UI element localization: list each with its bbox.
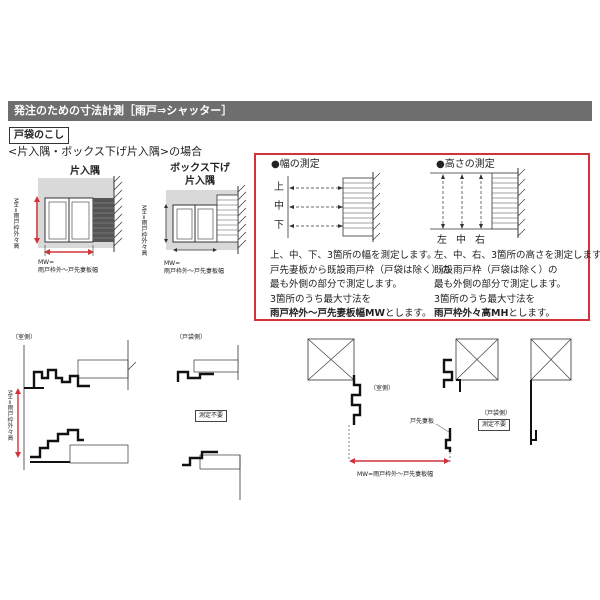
fig-left-title: 片入隅 bbox=[70, 166, 100, 177]
section-left-mh-label: MH=雨戸枠外々高 bbox=[6, 390, 13, 441]
fig-right-title-1: ボックス下げ bbox=[170, 163, 230, 174]
section-right-no-measure: 測定不要 bbox=[478, 419, 511, 431]
fig-right-title-2: 片入隅 bbox=[185, 176, 215, 187]
section-left-inside-label: （室側） bbox=[12, 334, 37, 341]
height-label-left: 左 bbox=[437, 235, 447, 246]
height-label-right: 右 bbox=[475, 235, 485, 246]
fig-left-mw-label: MW= bbox=[38, 259, 55, 266]
fig-left-mw-sub: 雨戸枠外～戸先妻板幅 bbox=[38, 267, 99, 274]
fig-right-mh-label: MH=雨戸枠外々高 bbox=[140, 205, 147, 256]
height-label-middle: 中 bbox=[456, 235, 466, 246]
width-label-top: 上 bbox=[274, 182, 284, 193]
section-right-inside-label: （室側） bbox=[370, 385, 395, 392]
section-label: 戸袋のこし bbox=[9, 127, 69, 144]
fig-right-mw-label: MW= bbox=[164, 260, 181, 267]
page-title: 発注のための寸法計測［雨戸⇒シャッター］ bbox=[14, 104, 233, 117]
fig-left-mh-label: MH=雨戸枠外々高 bbox=[12, 198, 19, 249]
condition-text: <片入隅・ボックス下げ片入隅>の場合 bbox=[8, 145, 203, 158]
width-instructions: 上、中、下、3箇所の幅を測定します。 戸先妻板から既設雨戸枠（戸袋は除く）の 最… bbox=[270, 250, 451, 319]
section-left-outside-label: （戸袋側） bbox=[176, 334, 207, 341]
section-right-mw-label: MW=雨戸枠外～戸先妻板幅 bbox=[357, 471, 434, 478]
section-right-outside-label: （戸袋側） bbox=[481, 410, 512, 417]
height-instructions: 左、中、右、3箇所の高さを測定します。 既設雨戸枠（戸袋は除く）の 最も外側の部… bbox=[434, 250, 600, 319]
width-label-bottom: 下 bbox=[274, 220, 284, 231]
width-label-middle: 中 bbox=[274, 201, 284, 212]
height-measure-heading: ●高さの測定 bbox=[436, 159, 495, 170]
header-bar bbox=[8, 101, 592, 121]
section-right-tsumaita-label: 戸先妻板 bbox=[410, 418, 435, 425]
fig-right-mw-sub: 雨戸枠外～戸先妻板幅 bbox=[164, 268, 225, 275]
measurement-instructions-box bbox=[254, 153, 590, 321]
width-measure-heading: ●幅の測定 bbox=[271, 159, 320, 170]
section-left-no-measure: 測定不要 bbox=[195, 410, 228, 422]
